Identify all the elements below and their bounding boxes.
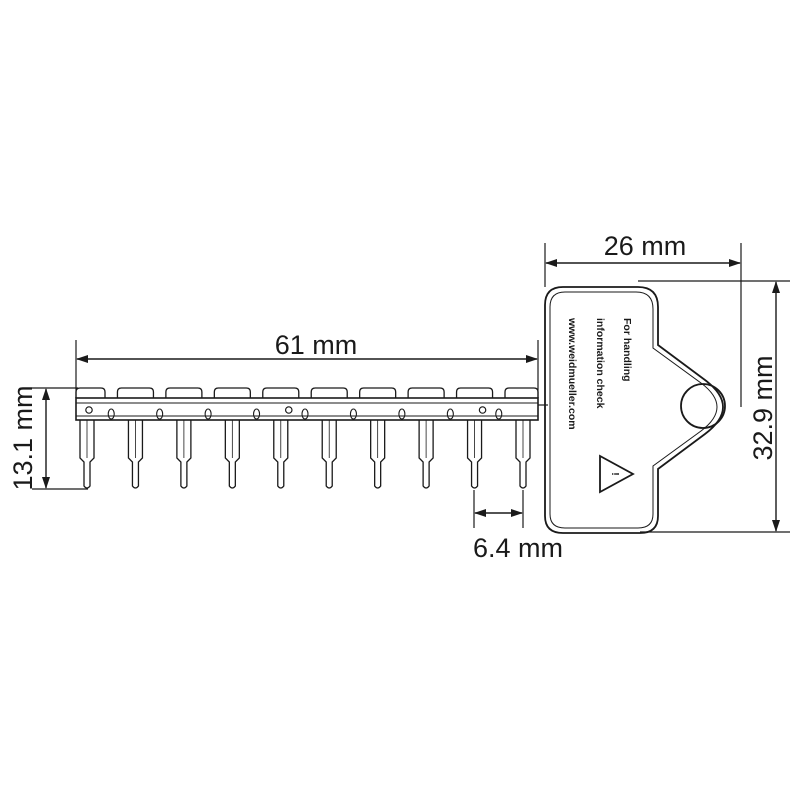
comb-pin [79, 420, 95, 489]
dimension-tag-width-label: 26 mm [604, 231, 687, 261]
comb-pin [321, 420, 337, 489]
connector-bar [75, 397, 539, 421]
dimension-height-label: 13.1 mm [8, 385, 38, 490]
comb-cap [116, 387, 155, 398]
comb-notch [349, 408, 357, 420]
comb-notch [204, 408, 212, 420]
comb-notch [156, 408, 164, 420]
contact-hole [284, 406, 293, 414]
comb-cap [407, 387, 445, 398]
dimension-tag-width: 26 mm [544, 231, 742, 407]
comb-notch [446, 408, 454, 420]
comb-pin [370, 420, 386, 489]
comb-notch [107, 408, 115, 420]
comb-cap [75, 387, 106, 398]
tag-inner-outline [549, 291, 718, 529]
dimension-tag-height-label: 32.9 mm [748, 355, 778, 460]
dimension-length-label: 61 mm [275, 330, 358, 360]
tag-text-line2: information check [594, 318, 606, 409]
comb-pin [224, 420, 240, 489]
cross-connector-body [75, 387, 548, 489]
dimension-length: 61 mm [75, 330, 539, 398]
dimension-tag-height: 32.9 mm [638, 280, 790, 533]
marking-tag: For handling information check www.weidm… [544, 286, 726, 534]
comb-cap [213, 387, 251, 398]
comb-pin [273, 420, 289, 489]
tag-text-line1: For handling [621, 318, 633, 382]
tag-outline [544, 286, 724, 534]
comb-pin [127, 420, 144, 489]
warning-triangle-icon: ! [599, 454, 635, 494]
comb-cap [310, 387, 348, 398]
comb-notch [301, 408, 309, 420]
comb-pin [176, 420, 192, 489]
dimension-pitch: 6.4 mm [473, 490, 563, 563]
comb-notch [253, 408, 261, 420]
contact-hole [478, 406, 487, 414]
dimension-height: 13.1 mm [8, 385, 88, 491]
dimension-pitch-label: 6.4 mm [473, 533, 563, 563]
hanging-hole-icon [680, 383, 726, 429]
comb-pin [418, 420, 434, 489]
pin-group [75, 387, 539, 489]
comb-cap [455, 387, 494, 398]
comb-notch [495, 408, 503, 420]
comb-cap [504, 387, 539, 398]
comb-cap [262, 387, 300, 398]
svg-text:!: ! [609, 472, 621, 476]
contact-hole [85, 406, 93, 414]
comb-notch [398, 408, 406, 420]
tag-text-line3: www.weidmueller.com [566, 317, 578, 430]
comb-pin [515, 420, 531, 489]
comb-cap [359, 387, 397, 398]
comb-cap [165, 387, 203, 398]
comb-pin [466, 420, 483, 489]
